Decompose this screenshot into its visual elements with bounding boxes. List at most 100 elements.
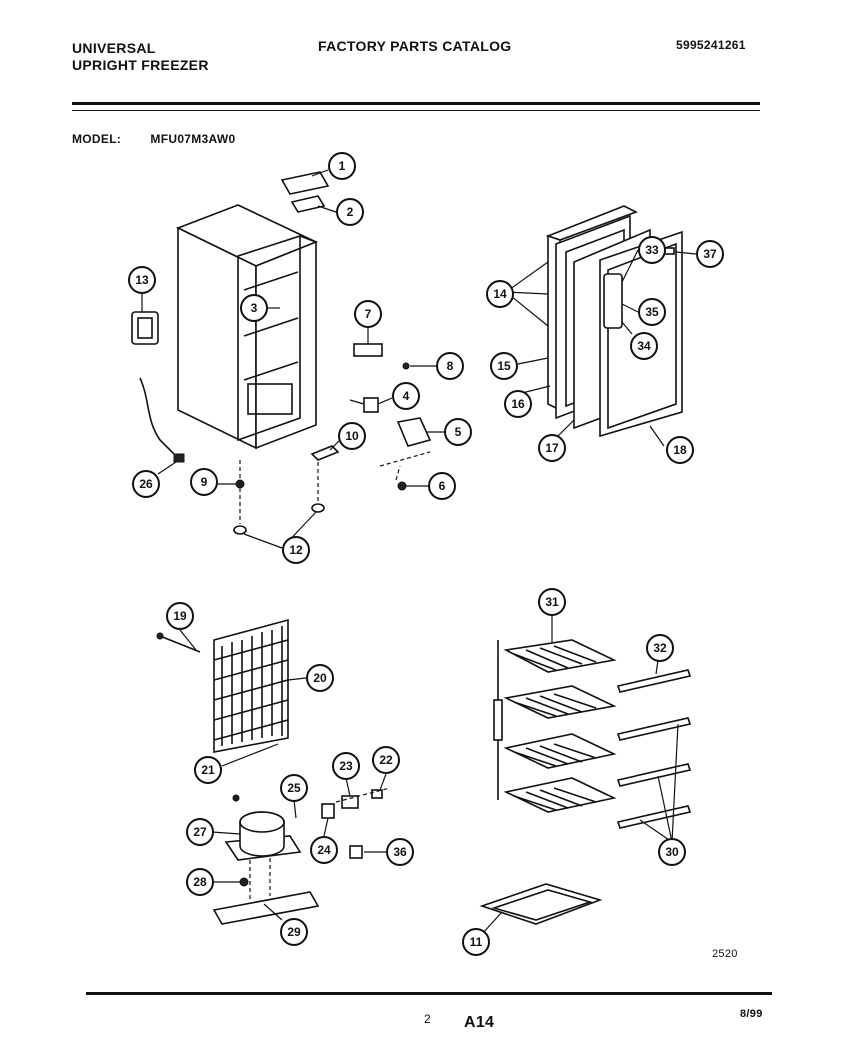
- svg-text:7: 7: [365, 307, 372, 321]
- callout-30: 30: [658, 838, 686, 866]
- svg-text:1: 1: [339, 159, 346, 173]
- svg-text:11: 11: [470, 935, 483, 949]
- svg-text:36: 36: [393, 845, 407, 859]
- svg-text:32: 32: [653, 641, 667, 655]
- callout-16: 16: [504, 390, 532, 418]
- callout-26: 26: [132, 470, 160, 498]
- part-shelf-rail: [616, 669, 692, 693]
- callout-13: 13: [128, 266, 156, 294]
- svg-text:37: 37: [703, 247, 717, 261]
- callout-33: 33: [638, 236, 666, 264]
- callout-36: 36: [386, 838, 414, 866]
- callout-8: 8: [436, 352, 464, 380]
- brand-line-1: UNIVERSAL: [72, 40, 156, 56]
- part-mounting-rail: [212, 891, 320, 925]
- callout-1: 1: [328, 152, 356, 180]
- svg-text:23: 23: [339, 759, 353, 773]
- callout-4: 4: [392, 382, 420, 410]
- svg-text:2: 2: [347, 205, 354, 219]
- callout-15: 15: [490, 352, 518, 380]
- callout-35: 35: [638, 298, 666, 326]
- svg-text:6: 6: [439, 479, 446, 493]
- part-control: [396, 417, 432, 447]
- svg-text:27: 27: [193, 825, 207, 839]
- svg-text:31: 31: [545, 595, 559, 609]
- part-hinge: [310, 445, 340, 461]
- svg-text:17: 17: [545, 441, 559, 455]
- svg-text:30: 30: [665, 845, 679, 859]
- callout-19: 19: [166, 602, 194, 630]
- part-clip: [371, 789, 383, 799]
- svg-text:22: 22: [379, 753, 393, 767]
- header-rule-thin: [72, 110, 760, 111]
- svg-text:18: 18: [673, 443, 687, 457]
- callout-14: 14: [486, 280, 514, 308]
- callout-18: 18: [666, 436, 694, 464]
- door-drawing: [545, 205, 683, 438]
- svg-text:9: 9: [201, 475, 208, 489]
- callout-20: 20: [306, 664, 334, 692]
- model-label: MODEL:: [72, 132, 122, 146]
- svg-text:3: 3: [251, 301, 258, 315]
- svg-text:20: 20: [313, 671, 327, 685]
- part-drip-tray: [479, 883, 603, 925]
- callout-7: 7: [354, 300, 382, 328]
- callout-22: 22: [372, 746, 400, 774]
- svg-text:21: 21: [201, 763, 215, 777]
- catalog-title: FACTORY PARTS CATALOG: [318, 38, 512, 54]
- model-line: MODEL: MFU07M3AW0: [72, 132, 235, 146]
- svg-text:26: 26: [139, 477, 153, 491]
- part-number: 5995241261: [676, 38, 746, 52]
- callout-17: 17: [538, 434, 566, 462]
- svg-text:25: 25: [287, 781, 301, 795]
- cabinet-drawing: [175, 204, 318, 450]
- callout-2: 2: [336, 198, 364, 226]
- callout-6: 6: [428, 472, 456, 500]
- part-relay: [321, 803, 335, 819]
- svg-text:15: 15: [497, 359, 511, 373]
- shelves-drawing: [493, 639, 617, 813]
- callout-10: 10: [338, 422, 366, 450]
- brand-title: UNIVERSAL UPRIGHT FREEZER: [72, 40, 209, 74]
- svg-text:24: 24: [317, 843, 331, 857]
- compressor-drawing: [224, 811, 302, 861]
- callout-9: 9: [190, 468, 218, 496]
- page-code: A14: [464, 1014, 495, 1031]
- callout-11: 11: [462, 928, 490, 956]
- callout-37: 37: [696, 240, 724, 268]
- callout-29: 29: [280, 918, 308, 946]
- page-number: 2: [424, 1012, 431, 1026]
- part-bracket: [131, 311, 159, 345]
- callout-24: 24: [310, 836, 338, 864]
- callout-5: 5: [444, 418, 472, 446]
- svg-text:29: 29: [287, 925, 301, 939]
- svg-text:13: 13: [135, 273, 149, 287]
- svg-text:8: 8: [447, 359, 454, 373]
- svg-text:12: 12: [289, 543, 303, 557]
- part-capacitor: [349, 845, 363, 859]
- date-code: 8/99: [740, 1008, 763, 1020]
- callout-23: 23: [332, 752, 360, 780]
- part-wire-harness: [139, 377, 181, 461]
- callout-32: 32: [646, 634, 674, 662]
- figure-number: 2520: [712, 948, 738, 960]
- callout-28: 28: [186, 868, 214, 896]
- header-rule: [72, 102, 760, 105]
- svg-text:10: 10: [345, 429, 359, 443]
- brand-line-2: UPRIGHT FREEZER: [72, 57, 209, 73]
- part-drain-tube: [159, 635, 201, 653]
- svg-text:34: 34: [637, 339, 651, 353]
- svg-text:16: 16: [511, 397, 525, 411]
- svg-text:4: 4: [403, 389, 410, 403]
- part-top-panel: [280, 171, 330, 195]
- callout-31: 31: [538, 588, 566, 616]
- callout-3: 3: [240, 294, 268, 322]
- svg-text:14: 14: [493, 287, 507, 301]
- callout-25: 25: [280, 774, 308, 802]
- svg-text:35: 35: [645, 305, 659, 319]
- svg-text:5: 5: [455, 425, 462, 439]
- model-number: MFU07M3AW0: [150, 132, 236, 146]
- condenser-drawing: [213, 618, 289, 753]
- callout-34: 34: [630, 332, 658, 360]
